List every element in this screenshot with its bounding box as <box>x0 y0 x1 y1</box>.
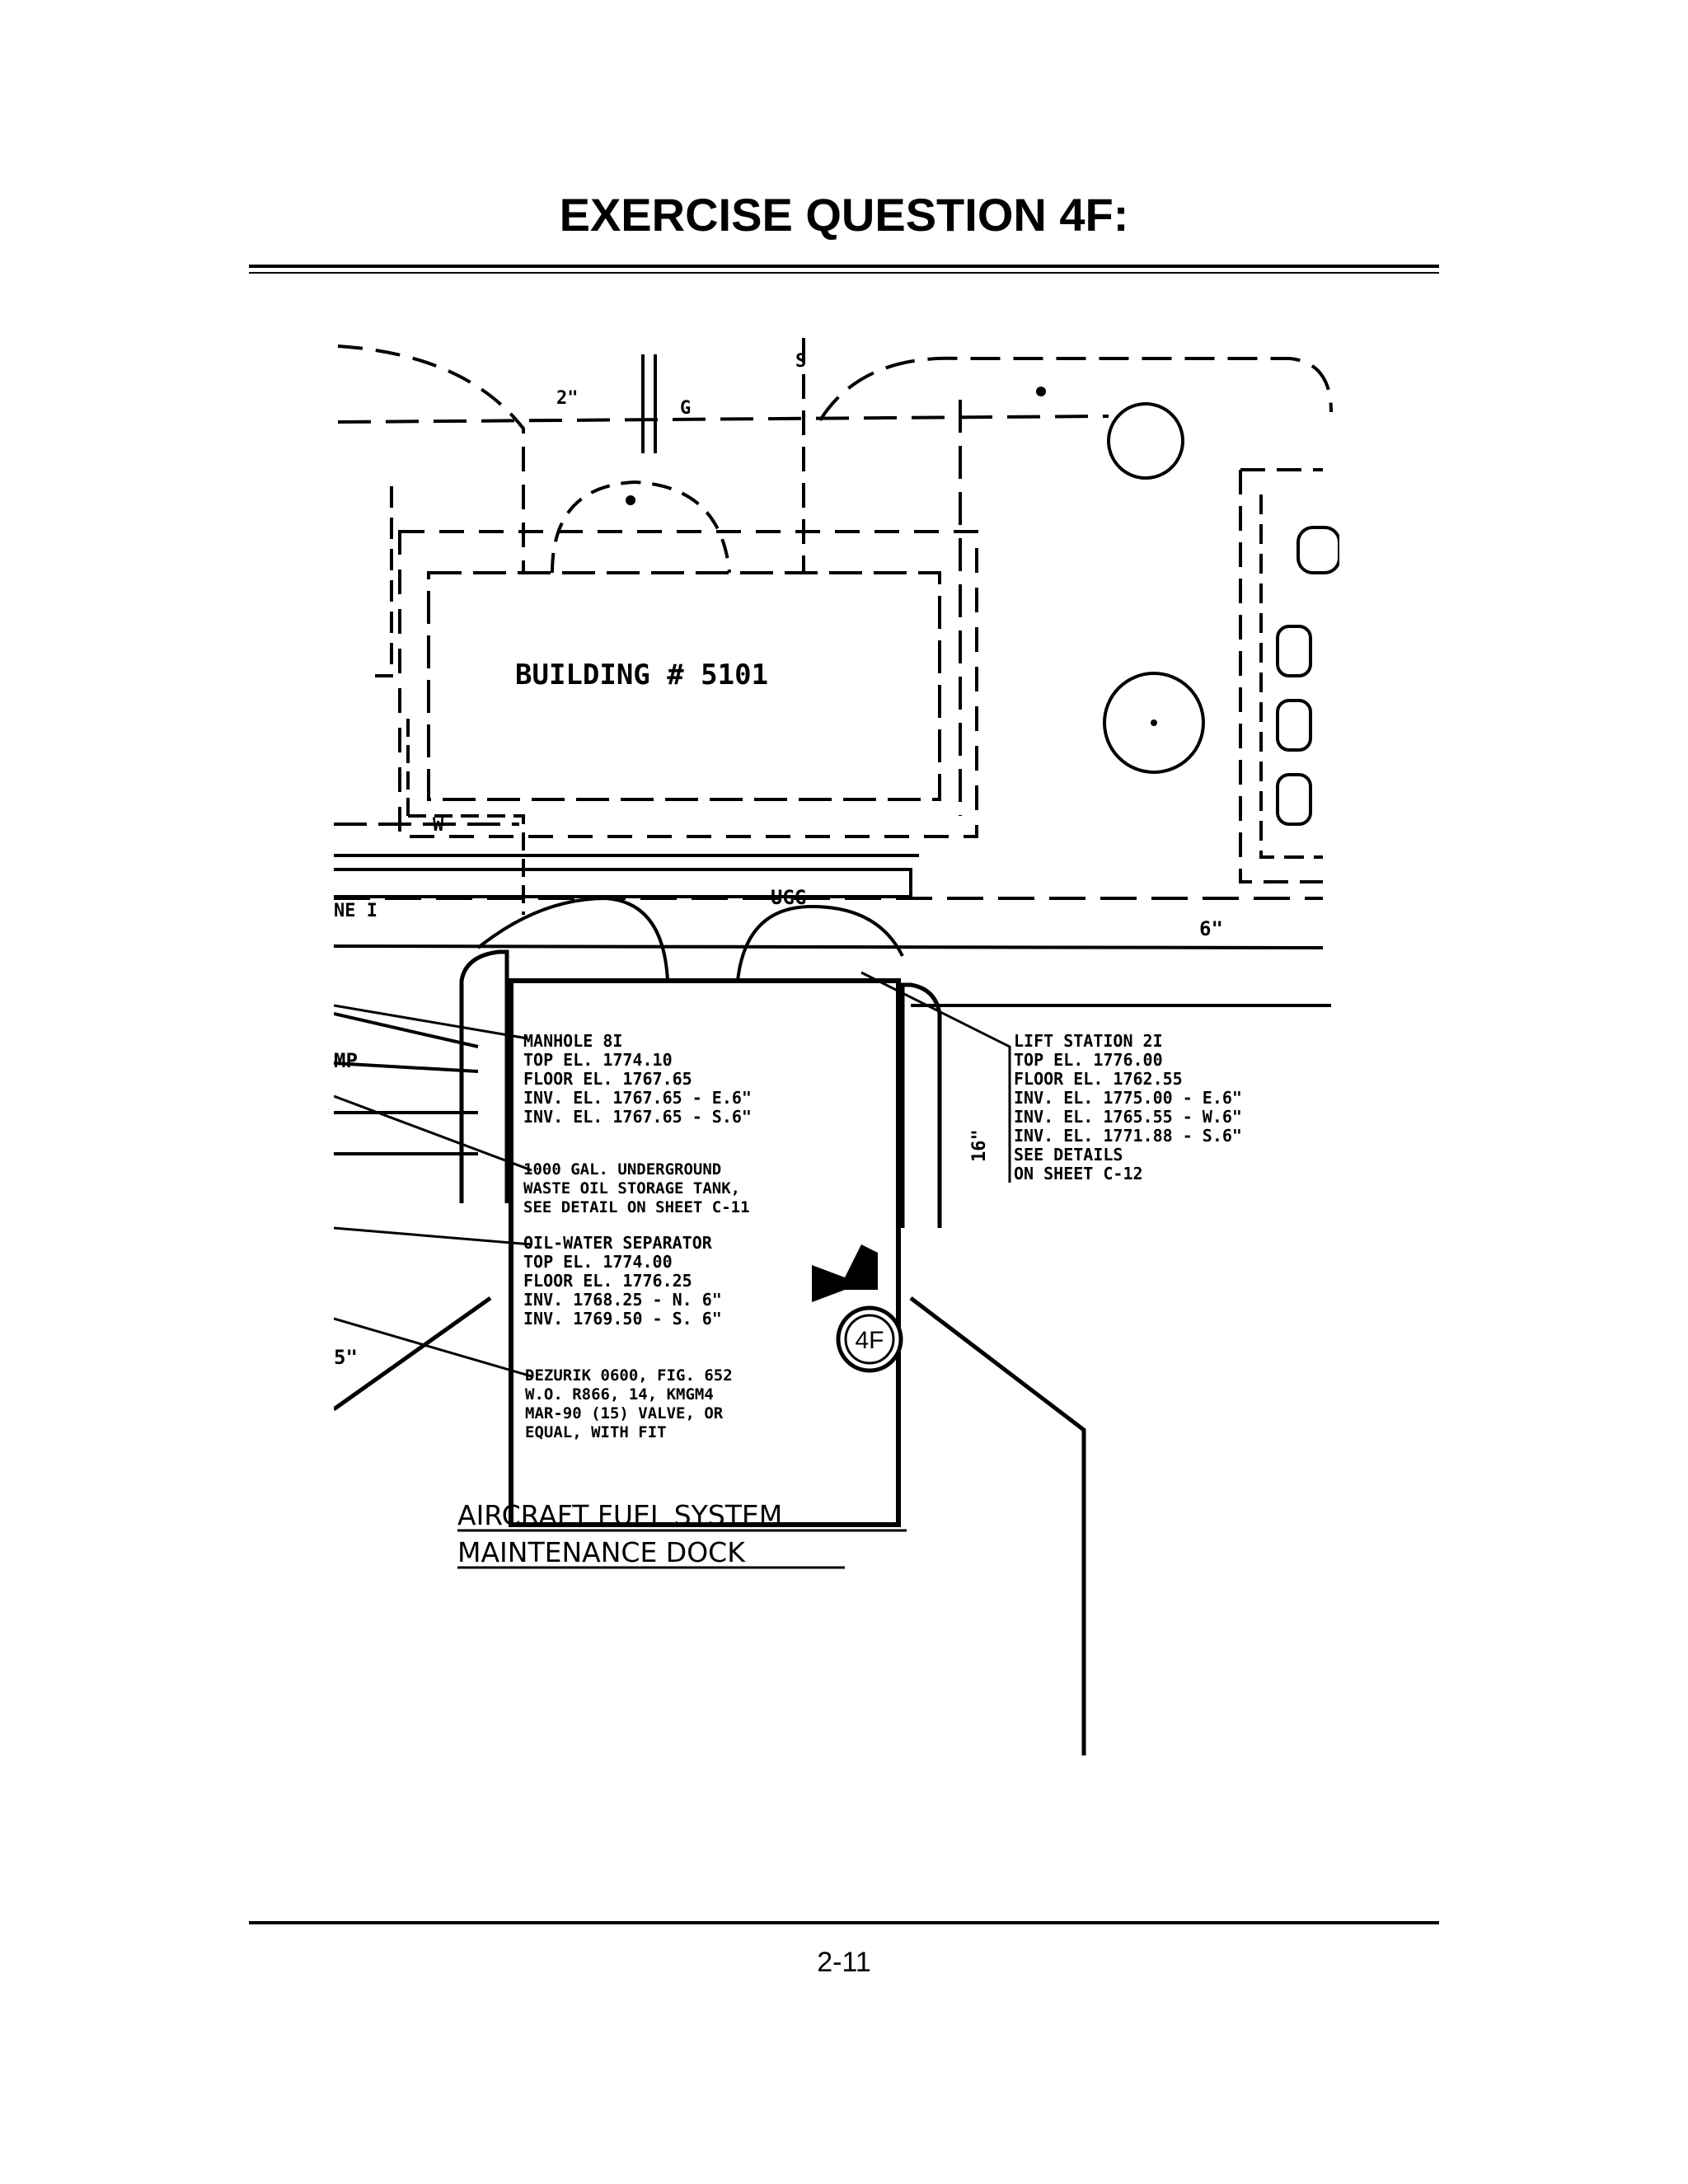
pipe-label-w: W <box>433 815 444 836</box>
lift-station-note: LIFT STATION 2I TOP EL. 1776.00 FLOOR EL… <box>1014 1031 1242 1183</box>
pipe-label-16-inch: 16" <box>969 1129 990 1162</box>
building-outer-line <box>398 530 978 838</box>
dock-arch-right <box>736 904 904 982</box>
lift-line-1: LIFT STATION 2I <box>1014 1031 1163 1051</box>
separator-line-1: OIL-WATER SEPARATOR <box>523 1233 713 1253</box>
lift-line-8: ON SHEET C-12 <box>1014 1164 1143 1183</box>
building-label: BUILDING # 5101 <box>515 658 768 691</box>
lift-line-2: TOP EL. 1776.00 <box>1014 1050 1163 1070</box>
tree-center-dot <box>1151 719 1157 726</box>
lift-line-3: FLOOR EL. 1762.55 <box>1014 1069 1183 1089</box>
building-dome <box>551 480 731 574</box>
footer-rule <box>249 1921 1439 1924</box>
valve-line-4: EQUAL, WITH FIT <box>525 1423 667 1441</box>
manhole-line-5: INV. EL. 1767.65 - S.6" <box>523 1107 752 1127</box>
tree-symbol <box>1103 672 1205 774</box>
header-rule-thin <box>249 272 1439 274</box>
manhole-line-4: INV. EL. 1767.65 - E.6" <box>523 1088 752 1108</box>
pipe-label-2-inch: 2" <box>556 388 579 409</box>
pipe-label-s: S <box>795 351 806 372</box>
site-plan-drawing: BUILDING # 5101 G S W UGG 2" 6" 16" NE I… <box>334 338 1339 1755</box>
pipe-label-line-left: NE I <box>334 901 377 921</box>
utility-dot <box>1036 387 1046 396</box>
lift-line-6: INV. EL. 1771.88 - S.6" <box>1014 1126 1242 1146</box>
left-water-line <box>406 717 525 915</box>
tank-note: 1000 GAL. UNDERGROUND WASTE OIL STORAGE … <box>523 1160 750 1216</box>
building-outline <box>427 571 941 801</box>
pointer-arrow <box>812 1244 878 1302</box>
tank-line-1: 1000 GAL. UNDERGROUND <box>523 1160 721 1179</box>
separator-line-3: FLOOR EL. 1776.25 <box>523 1271 692 1291</box>
dock-title: AIRCRAFT FUEL SYSTEM MAINTENANCE DOCK <box>457 1499 907 1569</box>
shrub-symbol-3 <box>1276 773 1312 826</box>
leader-separator <box>334 1226 532 1246</box>
tree-symbol-2 <box>1107 402 1184 480</box>
right-lot-inner <box>1259 494 1323 859</box>
left-gas-line <box>375 486 393 677</box>
shrub-symbol <box>1276 625 1312 677</box>
approach-left <box>334 1296 492 1412</box>
pipe-label-5-inch: 5" <box>334 1346 358 1369</box>
leader-lift-station <box>860 971 1011 1183</box>
curved-drive-left <box>337 344 525 573</box>
shrub-symbol-4 <box>1296 526 1339 574</box>
valve-line-2: W.O. R866, 14, KMGM4 <box>525 1385 714 1404</box>
manhole-note: MANHOLE 8I TOP EL. 1774.10 FLOOR EL. 176… <box>523 1031 752 1127</box>
curved-drive-right <box>818 356 1333 422</box>
tank-line-2: WASTE OIL STORAGE TANK, <box>523 1179 740 1197</box>
dock-title-line-2: MAINTENANCE DOCK <box>457 1536 746 1568</box>
separator-line-4: INV. 1768.25 - N. 6" <box>523 1290 722 1310</box>
separator-line-2: TOP EL. 1774.00 <box>523 1252 673 1272</box>
separator-note: OIL-WATER SEPARATOR TOP EL. 1774.00 FLOO… <box>523 1233 722 1329</box>
top-utility-line <box>337 415 1109 424</box>
manhole-line-1: MANHOLE 8I <box>523 1031 622 1051</box>
leader-tank <box>334 1094 532 1172</box>
lift-line-5: INV. EL. 1765.55 - W.6" <box>1014 1107 1242 1127</box>
valve-line-1: DEZURIK 0600, FIG. 652 <box>525 1366 733 1385</box>
lift-line-4: INV. EL. 1775.00 - E.6" <box>1014 1088 1242 1108</box>
lift-line-7: SEE DETAILS <box>1014 1145 1123 1165</box>
header-rule <box>249 265 1439 268</box>
pipe-label-mp: MP <box>334 1049 358 1072</box>
dock-curb-right <box>900 982 942 1228</box>
separator-line-5: INV. 1769.50 - S. 6" <box>523 1309 722 1329</box>
left-line-a <box>334 1012 479 1048</box>
manhole-line-3: FLOOR EL. 1767.65 <box>523 1069 692 1089</box>
road-edge-bottom <box>334 868 912 898</box>
pipe-label-6-inch: 6" <box>1199 917 1223 940</box>
pipe-label-g: G <box>680 398 691 419</box>
page-number: 2-11 <box>817 1947 871 1978</box>
manhole-line-2: TOP EL. 1774.10 <box>523 1050 673 1070</box>
dock-arch-left <box>476 896 669 982</box>
tank-line-3: SEE DETAIL ON SHEET C-11 <box>523 1198 750 1216</box>
pipe-label-ugg: UGG <box>771 886 806 909</box>
road-line-2 <box>334 944 1324 949</box>
left-line-b <box>334 1062 479 1073</box>
leader-manhole <box>334 1004 528 1040</box>
approach-right <box>909 1296 1086 1755</box>
utility-dot-2 <box>626 495 635 505</box>
valve-line-3: MAR-90 (15) VALVE, OR <box>525 1404 724 1422</box>
dock-curb-left <box>459 949 509 1203</box>
valve-note: DEZURIK 0600, FIG. 652 W.O. R866, 14, KM… <box>525 1366 733 1441</box>
dock-building <box>509 978 901 1527</box>
leader-valve <box>334 1317 532 1378</box>
right-lot-outline <box>1239 468 1323 883</box>
dock-title-line-1: AIRCRAFT FUEL SYSTEM <box>457 1499 782 1531</box>
callout-4f-label: 4F <box>855 1327 884 1354</box>
callout-4f: 4F <box>836 1305 903 1373</box>
shrub-symbol-2 <box>1276 699 1312 752</box>
page-title: EXERCISE QUESTION 4F: <box>559 189 1129 241</box>
